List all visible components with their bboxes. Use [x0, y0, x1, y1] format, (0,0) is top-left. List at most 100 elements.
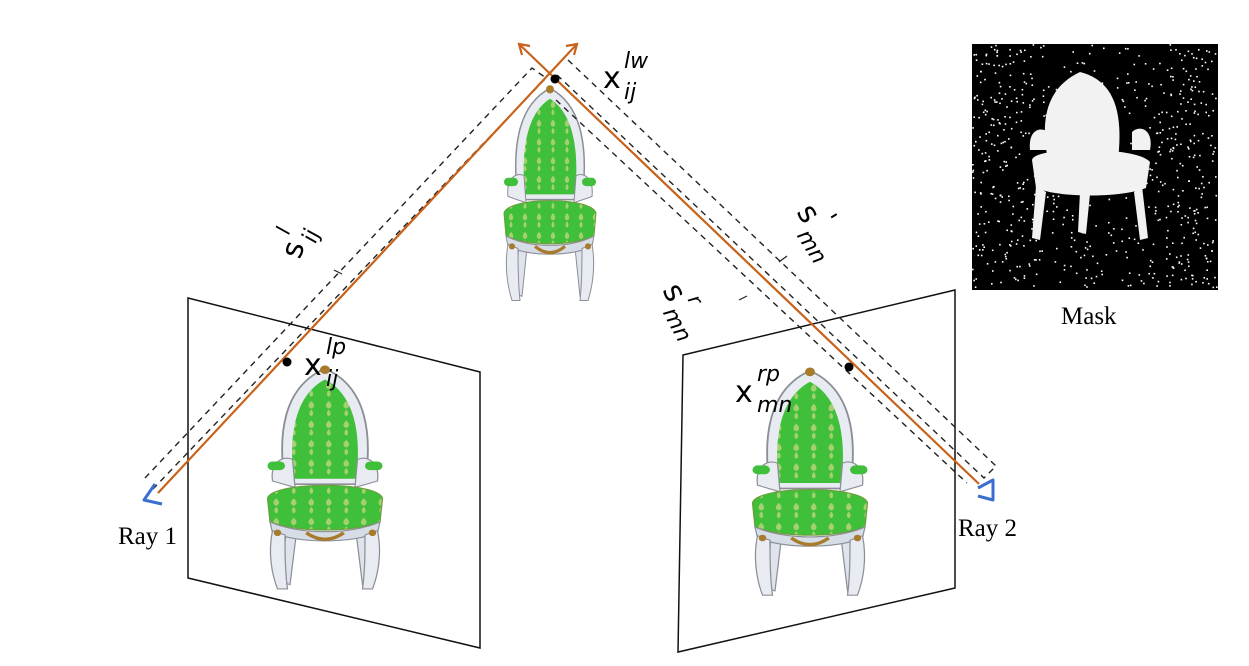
mask-speckle — [1009, 116, 1011, 119]
mask-speckle — [1029, 73, 1032, 75]
mask-speckle — [993, 64, 995, 67]
mask-speckle — [1004, 255, 1007, 258]
mask-speckle — [1197, 139, 1200, 142]
mask-speckle — [1189, 139, 1192, 141]
mask-speckle — [978, 249, 981, 251]
mask-speckle — [1185, 277, 1187, 280]
mask-speckle — [1128, 112, 1131, 115]
mask-speckle — [1023, 81, 1026, 83]
mask-speckle — [979, 136, 981, 138]
mask-speckle — [1175, 256, 1178, 259]
mask-speckle — [972, 127, 974, 129]
mask-speckle — [984, 152, 987, 154]
mask-speckle — [1121, 228, 1123, 231]
mask-speckle — [1009, 74, 1012, 77]
mask-speckle — [1170, 94, 1173, 97]
mask-speckle — [1159, 62, 1161, 65]
mask-speckle — [1089, 245, 1091, 248]
ray-1-line — [157, 43, 578, 494]
mask-speckle — [984, 160, 986, 163]
mask-speckle — [1127, 73, 1129, 75]
mask-speckle — [1169, 44, 1172, 46]
ray-1-arrowhead — [565, 42, 579, 56]
mask-speckle — [1021, 88, 1024, 91]
mask-speckle — [1084, 284, 1086, 287]
mask-speckle — [1194, 110, 1196, 113]
mask-speckle — [1193, 103, 1196, 106]
mask-speckle — [1134, 89, 1136, 91]
label-xmn-rp: x — [735, 375, 753, 410]
mask-speckle — [1086, 286, 1088, 288]
mask-speckle — [1122, 100, 1125, 103]
mask-speckle — [1211, 241, 1214, 244]
mask-speckle — [1180, 255, 1182, 257]
mask-speckle — [1191, 274, 1193, 277]
mask-speckle — [1203, 186, 1205, 189]
mask-speckle — [1163, 92, 1165, 94]
mask-speckle — [1184, 269, 1186, 272]
mask-speckle — [975, 53, 978, 56]
mask-label: Mask — [1061, 303, 1117, 330]
mask-speckle — [1138, 274, 1141, 276]
mask-speckle — [1083, 62, 1086, 65]
mask-speckle — [1170, 137, 1173, 140]
mask-speckle — [1066, 209, 1068, 211]
mask-speckle — [1159, 153, 1162, 156]
mask-speckle — [1022, 102, 1025, 104]
mask-speckle — [1100, 270, 1103, 272]
mask-speckle — [1004, 123, 1007, 125]
mask-speckle — [977, 254, 980, 257]
mask-speckle — [972, 268, 974, 271]
mask-speckle — [1161, 184, 1164, 187]
mask-speckle — [1192, 227, 1195, 230]
mask-speckle — [1121, 279, 1124, 282]
mask-speckle — [1176, 126, 1178, 128]
mask-speckle — [1042, 45, 1045, 47]
mask-speckle — [1152, 243, 1155, 246]
mask-speckle — [979, 192, 982, 194]
mask-speckle — [1070, 246, 1073, 248]
mask-speckle — [1005, 165, 1007, 167]
mask-speckle — [980, 181, 982, 184]
mask-speckle — [1148, 83, 1150, 85]
mask-speckle — [1177, 206, 1179, 208]
mask-speckle — [1019, 265, 1021, 268]
mask-speckle — [1076, 62, 1079, 64]
mask-speckle — [1035, 273, 1038, 276]
mask-speckle — [1187, 261, 1190, 263]
mask-speckle — [1180, 224, 1183, 226]
mask-speckle — [1170, 75, 1172, 78]
mask-speckle — [1019, 49, 1022, 52]
mask-speckle — [1023, 60, 1026, 62]
mask-speckle — [999, 122, 1001, 125]
mask-speckle — [997, 134, 999, 137]
mask-speckle — [1024, 132, 1027, 135]
mask-speckle — [1160, 83, 1162, 86]
mask-speckle — [1165, 111, 1168, 114]
mask-speckle — [1056, 206, 1058, 208]
mask-speckle — [1165, 216, 1168, 219]
mask-speckle — [1198, 169, 1201, 171]
ray-2-label: Ray 2 — [958, 515, 1017, 542]
mask-speckle — [1022, 200, 1024, 203]
mask-speckle — [1051, 232, 1054, 234]
mask-speckle — [1145, 97, 1148, 100]
mask-speckle — [1070, 231, 1073, 234]
mask-speckle — [1212, 240, 1214, 242]
mask-speckle — [1170, 93, 1172, 96]
mask-speckle — [1033, 259, 1036, 261]
mask-speckle — [986, 110, 988, 113]
mask-speckle — [1052, 218, 1055, 220]
ray-arrowheads — [517, 42, 579, 56]
mask-speckle — [1012, 61, 1015, 63]
mask-speckle — [1184, 54, 1186, 57]
mask-speckle — [1054, 261, 1057, 263]
mask-speckle — [1029, 239, 1032, 242]
mask-speckle — [1166, 138, 1169, 140]
mask-speckle — [1034, 193, 1036, 196]
mask-speckle — [1194, 86, 1197, 88]
mask-speckle — [1200, 102, 1203, 104]
mask-speckle — [1013, 277, 1016, 279]
mask-speckle — [997, 119, 999, 121]
mask-speckle — [1199, 247, 1202, 249]
